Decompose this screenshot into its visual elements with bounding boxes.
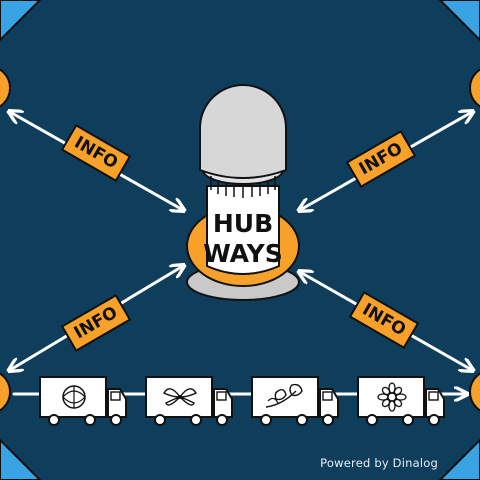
node-right-top (469, 68, 480, 108)
truck (357, 376, 445, 426)
corner-top-left (0, 0, 42, 42)
hub-body (206, 185, 280, 275)
node-left-bottom (0, 372, 11, 412)
corner-top-right (438, 0, 480, 42)
globe-flower-icon (62, 385, 86, 409)
truck-wheel (402, 414, 414, 426)
truck-wheel (260, 414, 272, 426)
node-right-bottom (469, 372, 480, 412)
hub-cap (199, 84, 287, 179)
orchid-icon (163, 388, 197, 406)
truck-cab (425, 388, 445, 418)
truck-wheel (216, 414, 228, 426)
hub-label-line1: HUB (213, 209, 273, 238)
truck-wheel (48, 414, 60, 426)
truck (251, 376, 339, 426)
truck (145, 376, 233, 426)
truck (39, 376, 127, 426)
powered-by-text: Powered by Dinalog (320, 456, 438, 470)
truck-wheel (154, 414, 166, 426)
hub-label-line2: WAYS (203, 239, 283, 268)
hub-ways-tower: HUB WAYS (186, 84, 300, 301)
truck-wheel (110, 414, 122, 426)
corner-bottom-right (438, 438, 480, 480)
truck-wheel (322, 414, 334, 426)
tulips-icon (265, 383, 303, 408)
truck-cab (107, 388, 127, 418)
truck-trailer (39, 376, 107, 418)
daisy-icon (377, 382, 407, 412)
truck-convoy (39, 376, 445, 426)
truck-wheel (296, 414, 308, 426)
node-left-top (0, 68, 11, 108)
truck-cab (319, 388, 339, 418)
corner-bottom-left (0, 438, 42, 480)
truck-cab (213, 388, 233, 418)
truck-wheel (190, 414, 202, 426)
truck-wheel (84, 414, 96, 426)
truck-wheel (366, 414, 378, 426)
truck-wheel (428, 414, 440, 426)
